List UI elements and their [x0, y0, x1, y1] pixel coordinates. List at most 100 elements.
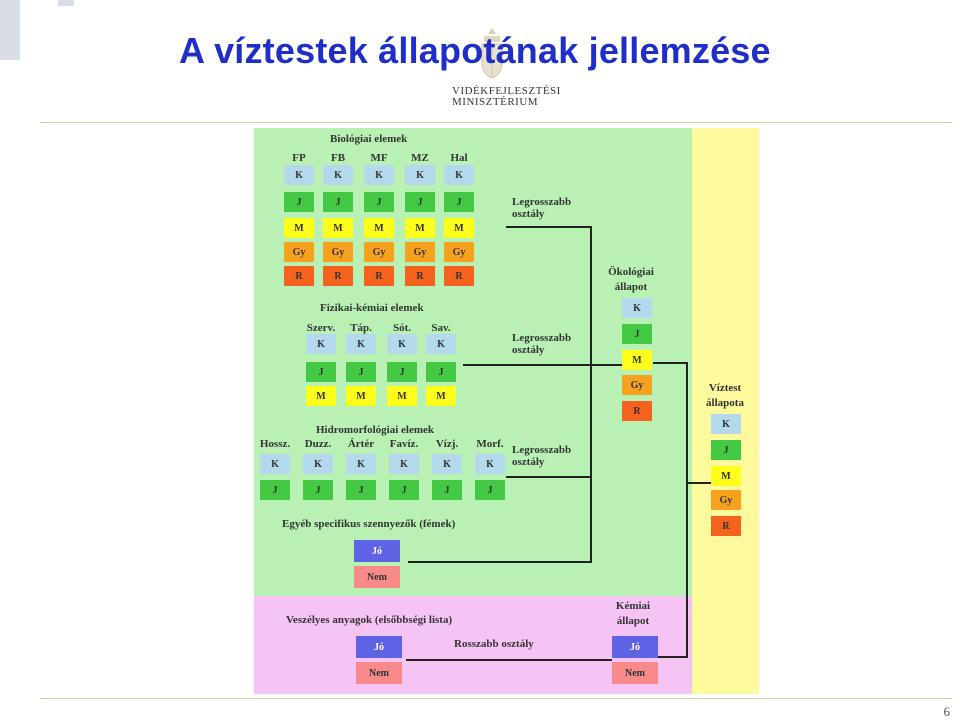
connector-line — [408, 561, 592, 563]
corner-decoration — [0, 0, 20, 60]
class-cell-r: R — [284, 266, 314, 286]
class-cell-k: K — [346, 334, 376, 354]
class-cell-k: K — [426, 334, 456, 354]
ecological-status-heading: állapot — [614, 281, 648, 293]
connector-line — [406, 659, 612, 661]
class-cell-k: K — [389, 454, 419, 474]
class-cell-gy: Gy — [711, 490, 741, 510]
class-cell-k: K — [260, 454, 290, 474]
connector-line — [463, 364, 592, 366]
class-cell-gy: Gy — [405, 242, 435, 262]
physchem-column-label: Sót. — [392, 322, 412, 334]
class-cell-j: J — [405, 192, 435, 212]
water-body-status-heading: állapota — [706, 397, 744, 409]
class-cell-j: J — [475, 480, 505, 500]
class-cell-j: J — [622, 324, 652, 344]
class-cell-k: K — [387, 334, 417, 354]
class-cell-j: J — [346, 480, 376, 500]
bad-cell: Nem — [612, 662, 658, 684]
class-cell-m: M — [444, 218, 474, 238]
class-cell-j: J — [364, 192, 394, 212]
biological-column-label: FB — [330, 152, 346, 164]
class-cell-r: R — [622, 401, 652, 421]
class-cell-m: M — [364, 218, 394, 238]
worse-class-label: Rosszabb osztály — [454, 638, 534, 650]
class-cell-k: K — [364, 165, 394, 185]
hydromorph-column-label: Hossz. — [259, 438, 291, 450]
class-cell-k: K — [306, 334, 336, 354]
good-cell: Jó — [612, 636, 658, 658]
water-body-status-heading: Víztest — [708, 382, 742, 394]
worst-class-label: Legrosszabb osztály — [512, 196, 572, 220]
biological-column-label: FP — [292, 152, 306, 164]
connector-line — [686, 362, 688, 658]
class-cell-j: J — [303, 480, 333, 500]
class-cell-gy: Gy — [622, 375, 652, 395]
class-cell-j: J — [387, 362, 417, 382]
class-cell-r: R — [364, 266, 394, 286]
chemical-status-heading: Kémiai — [615, 600, 651, 612]
class-cell-k: K — [303, 454, 333, 474]
class-cell-k: K — [405, 165, 435, 185]
hydromorph-elements-heading: Hidromorfológiai elemek — [316, 424, 435, 436]
class-cell-j: J — [389, 480, 419, 500]
hydromorph-column-label: Favíz. — [389, 438, 419, 450]
logo-line-2: MINISZTÉRIUM — [452, 96, 539, 108]
physchem-column-label: Szerv. — [306, 322, 336, 334]
class-cell-gy: Gy — [323, 242, 353, 262]
connector-line — [590, 364, 622, 366]
class-cell-j: J — [260, 480, 290, 500]
class-cell-j: J — [426, 362, 456, 382]
class-cell-k: K — [475, 454, 505, 474]
class-cell-r: R — [405, 266, 435, 286]
class-cell-gy: Gy — [444, 242, 474, 262]
corner-decoration-small — [58, 0, 74, 6]
hydromorph-column-label: Morf. — [476, 438, 504, 450]
class-cell-m: M — [405, 218, 435, 238]
class-cell-r: R — [323, 266, 353, 286]
bad-cell: Nem — [356, 662, 402, 684]
worst-class-label: Legrosszabb osztály — [512, 332, 572, 356]
chemical-status-heading: állapot — [616, 615, 650, 627]
class-cell-gy: Gy — [284, 242, 314, 262]
hydromorph-column-label: Duzz. — [304, 438, 332, 450]
hydromorph-column-label: Vízj. — [435, 438, 459, 450]
worst-class-label: Legrosszabb osztály — [512, 444, 572, 468]
class-cell-j: J — [306, 362, 336, 382]
class-cell-m: M — [387, 386, 417, 406]
logo-line-1: VIDÉKFEJLESZTÉSI — [452, 85, 561, 97]
water-body-status-panel — [692, 128, 759, 694]
class-cell-k: K — [444, 165, 474, 185]
biological-column-label: MZ — [411, 152, 429, 164]
class-cell-k: K — [622, 298, 652, 318]
connector-line — [506, 476, 592, 478]
good-cell: Jó — [356, 636, 402, 658]
hydromorph-column-label: Ártér — [347, 438, 375, 450]
biological-column-label: MF — [370, 152, 388, 164]
physchem-column-label: Sav. — [431, 322, 451, 334]
class-cell-k: K — [346, 454, 376, 474]
class-cell-gy: Gy — [364, 242, 394, 262]
ecological-status-heading: Ökológiai — [608, 266, 654, 278]
biological-elements-heading: Biológiai elemek — [330, 133, 408, 145]
connector-line — [686, 482, 712, 484]
class-cell-m: M — [622, 350, 652, 370]
class-cell-k: K — [284, 165, 314, 185]
coat-of-arms-icon — [481, 28, 503, 79]
footer-rule — [40, 698, 952, 699]
class-cell-m: M — [323, 218, 353, 238]
ministry-logo: VIDÉKFEJLESZTÉSI MINISZTÉRIUM — [452, 85, 561, 108]
header-rule — [40, 122, 952, 123]
class-cell-j: J — [711, 440, 741, 460]
connector-line — [590, 226, 592, 562]
class-cell-m: M — [346, 386, 376, 406]
class-cell-m: M — [711, 466, 741, 486]
class-cell-j: J — [432, 480, 462, 500]
class-cell-m: M — [284, 218, 314, 238]
class-cell-j: J — [346, 362, 376, 382]
good-cell: Jó — [354, 540, 400, 562]
class-cell-j: J — [444, 192, 474, 212]
class-cell-k: K — [432, 454, 462, 474]
class-cell-j: J — [284, 192, 314, 212]
other-pollutants-heading: Egyéb specifikus szennyezők (fémek) — [282, 518, 456, 530]
